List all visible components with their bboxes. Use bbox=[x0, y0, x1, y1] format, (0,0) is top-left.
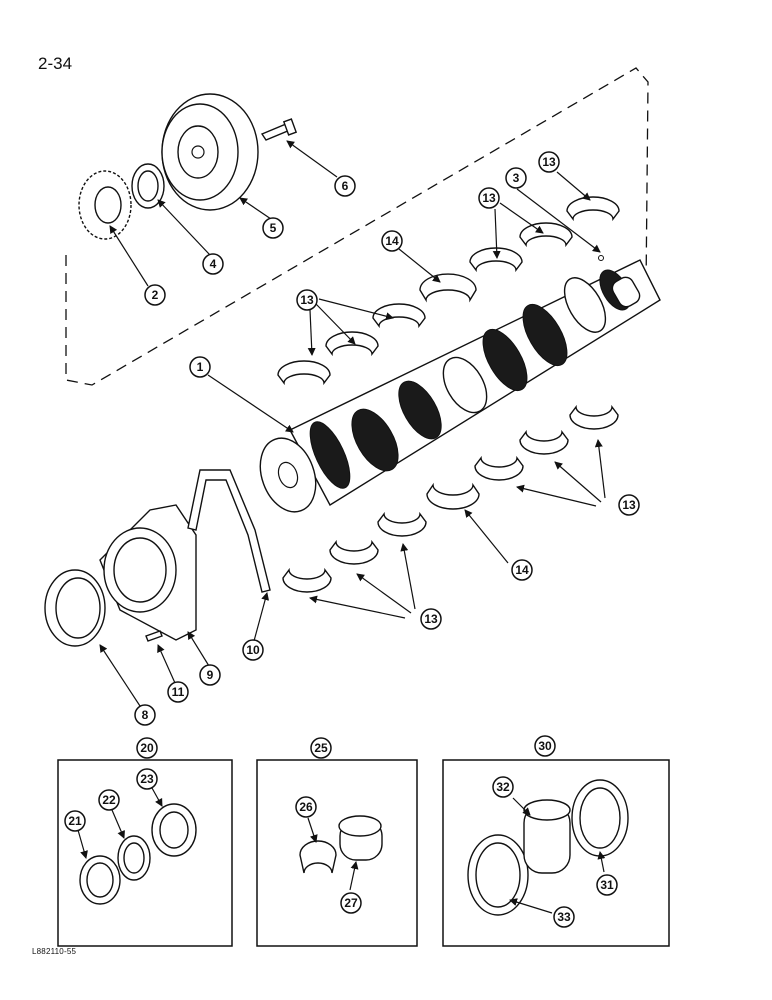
callout: 26 bbox=[295, 796, 317, 818]
dashed-group-outline bbox=[65, 67, 649, 386]
callout-label: 30 bbox=[538, 739, 552, 753]
callout-label: 14 bbox=[515, 563, 529, 577]
callout: 32 bbox=[492, 776, 514, 798]
callout-label: 8 bbox=[142, 708, 149, 722]
upper-bearing-shells bbox=[277, 196, 620, 386]
callout-label: 3 bbox=[513, 171, 520, 185]
kit-box-30 bbox=[442, 759, 670, 947]
callout-label: 13 bbox=[622, 498, 636, 512]
callout: 21 bbox=[64, 810, 86, 832]
page-number: 2-34 bbox=[38, 54, 73, 73]
callout: 14 bbox=[381, 230, 403, 252]
callout: 27 bbox=[340, 892, 362, 914]
figure-code: L882110-55 bbox=[32, 947, 77, 956]
callout: 5 bbox=[262, 217, 284, 239]
callout: 23 bbox=[136, 768, 158, 790]
seal-carrier-illustration bbox=[99, 504, 197, 641]
callout-label: 25 bbox=[314, 741, 328, 755]
callout-label: 13 bbox=[542, 155, 556, 169]
gear-illustration bbox=[78, 170, 132, 240]
callout-label: 21 bbox=[68, 814, 82, 828]
callout-label: 13 bbox=[300, 293, 314, 307]
callout: 9 bbox=[199, 664, 221, 686]
callout: 30 bbox=[534, 735, 556, 757]
callout: 33 bbox=[553, 906, 575, 928]
kit-30-parts bbox=[467, 779, 629, 916]
callout-label: 32 bbox=[496, 780, 510, 794]
callout-label: 6 bbox=[342, 179, 349, 193]
callout-label: 5 bbox=[270, 221, 277, 235]
callout: 6 bbox=[334, 175, 356, 197]
kit-box-25 bbox=[256, 759, 418, 947]
callout: 13 bbox=[420, 608, 442, 630]
callout: 10 bbox=[242, 639, 264, 661]
callout-label: 13 bbox=[482, 191, 496, 205]
bolt-illustration bbox=[260, 118, 298, 141]
kit-20-parts bbox=[79, 803, 197, 905]
callout-label: 31 bbox=[600, 878, 614, 892]
callout: 13 bbox=[478, 187, 500, 209]
spacer-illustration bbox=[131, 163, 165, 209]
callout: 13 bbox=[618, 494, 640, 516]
pulley-illustration bbox=[161, 93, 259, 211]
callout: 4 bbox=[202, 253, 224, 275]
callout: 13 bbox=[538, 151, 560, 173]
callout: 20 bbox=[136, 737, 158, 759]
callout-label: 13 bbox=[424, 612, 438, 626]
callout-label: 11 bbox=[172, 685, 185, 699]
callout: 2 bbox=[144, 284, 166, 306]
callout: 3 bbox=[505, 167, 527, 189]
callout-label: 10 bbox=[246, 643, 260, 657]
kit-25-parts bbox=[299, 815, 383, 874]
callout-label: 2 bbox=[152, 288, 159, 302]
callout-label: 9 bbox=[207, 668, 214, 682]
screw-illustration bbox=[145, 630, 163, 642]
callout-label: 23 bbox=[140, 772, 154, 786]
callout: 13 bbox=[296, 289, 318, 311]
callout-label: 4 bbox=[210, 257, 217, 271]
lower-bearing-shells bbox=[282, 404, 619, 593]
callout: 31 bbox=[596, 874, 618, 896]
callout: 8 bbox=[134, 704, 156, 726]
callout-label: 22 bbox=[102, 793, 116, 807]
leader-lines bbox=[77, 140, 606, 914]
callout: 1 bbox=[189, 356, 211, 378]
callout-label: 20 bbox=[140, 741, 154, 755]
crankshaft-illustration bbox=[259, 259, 661, 513]
callout-label: 14 bbox=[385, 234, 399, 248]
rear-seal-illustration bbox=[44, 569, 106, 647]
callout: 11 bbox=[167, 681, 189, 703]
gasket-illustration bbox=[187, 469, 271, 593]
callout-label: 1 bbox=[197, 360, 204, 374]
callout-label: 26 bbox=[299, 800, 313, 814]
callout-label: 33 bbox=[557, 910, 571, 924]
callout: 22 bbox=[98, 789, 120, 811]
callout-label: 27 bbox=[344, 896, 358, 910]
callout: 25 bbox=[310, 737, 332, 759]
callout: 14 bbox=[511, 559, 533, 581]
kit-box-20 bbox=[57, 759, 233, 947]
